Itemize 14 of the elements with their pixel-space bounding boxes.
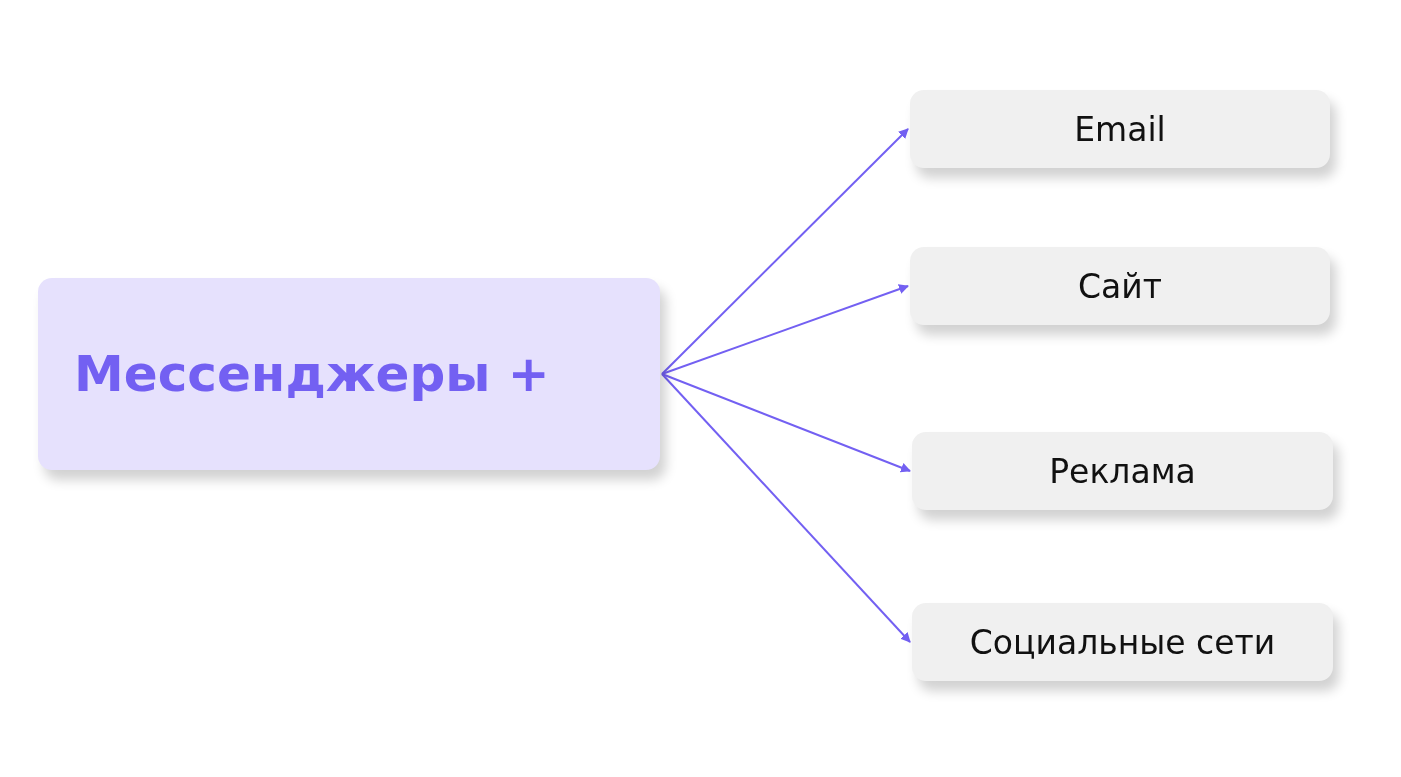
arrow bbox=[661, 284, 909, 375]
main-label: Мессенджеры + bbox=[74, 345, 550, 403]
channel-label: Реклама bbox=[1049, 451, 1196, 491]
arrow bbox=[661, 373, 911, 473]
channel-box bbox=[910, 90, 1330, 168]
channel-label: Email bbox=[1074, 109, 1166, 149]
channel-label: Социальные сети bbox=[969, 622, 1276, 662]
arrow bbox=[661, 373, 911, 643]
channel-box bbox=[912, 603, 1333, 681]
channel-box bbox=[910, 247, 1330, 325]
arrow bbox=[661, 128, 909, 375]
channel-box bbox=[912, 432, 1333, 510]
main-box bbox=[38, 278, 660, 470]
channel-label: Сайт bbox=[1078, 266, 1162, 306]
